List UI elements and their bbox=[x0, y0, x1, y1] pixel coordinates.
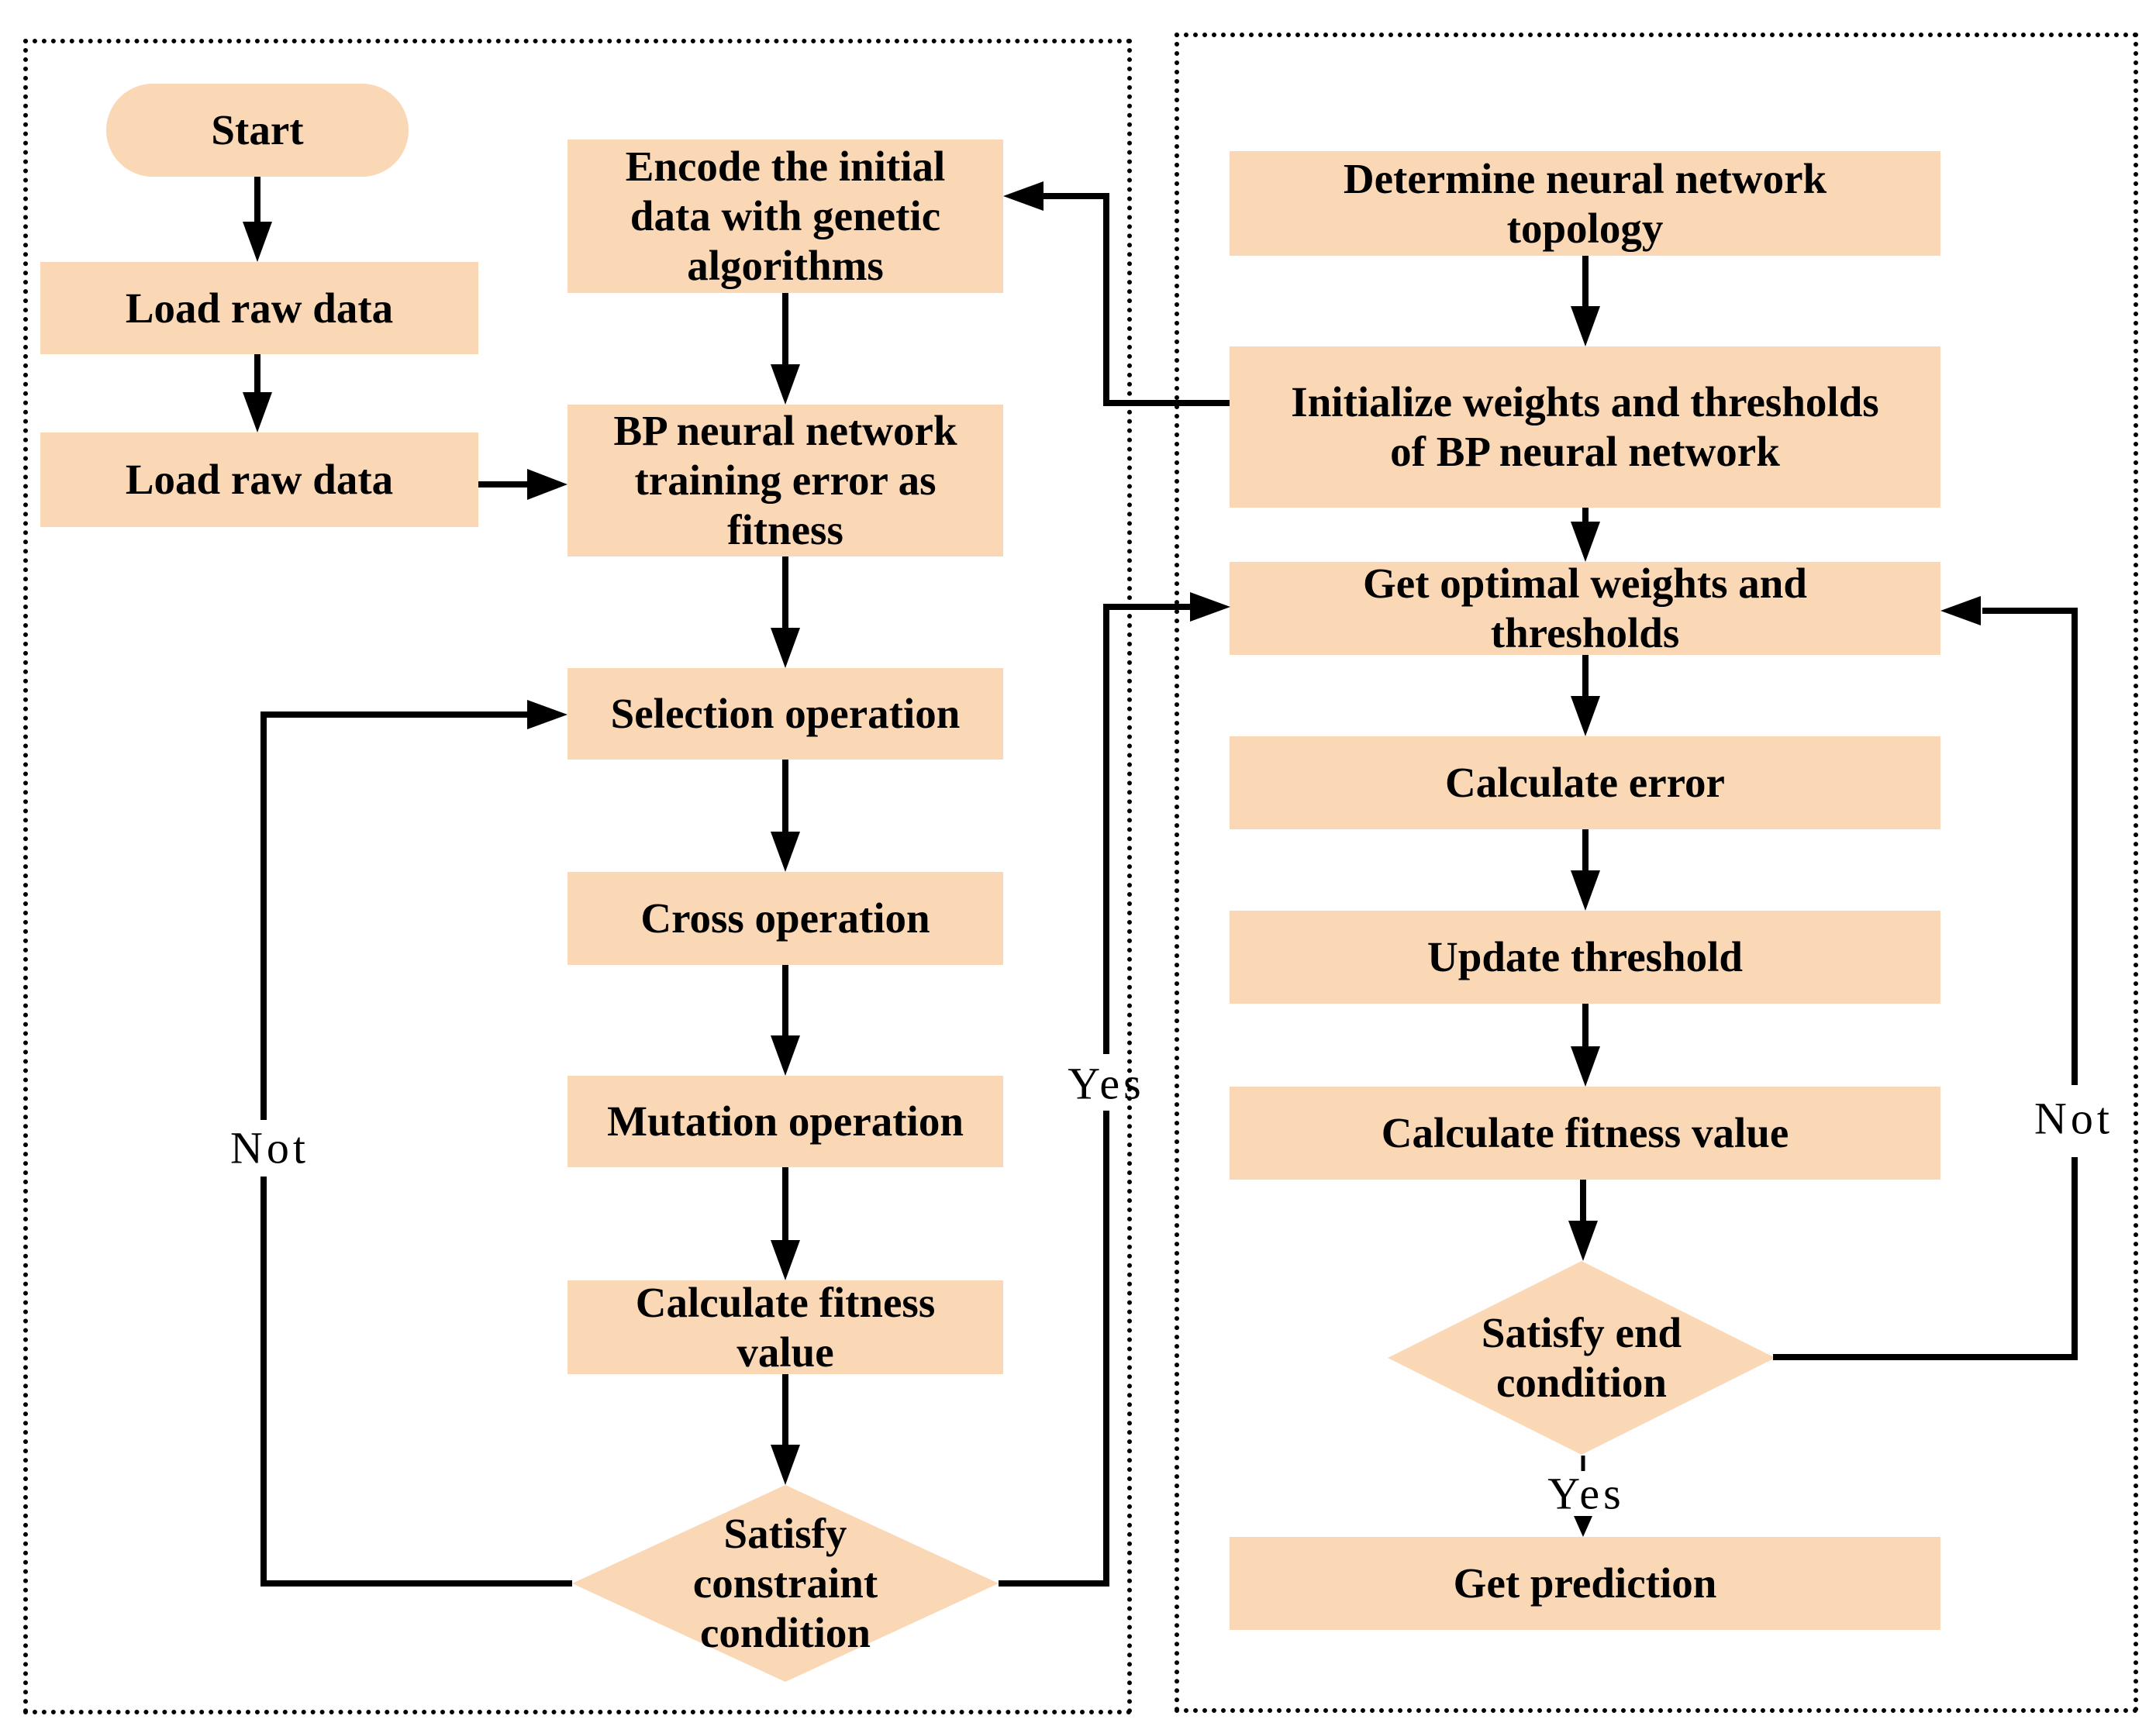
get-optimal-weights-node: Get optimal weights and thresholds bbox=[1230, 560, 1940, 656]
not-label-right: Not bbox=[2034, 1093, 2113, 1144]
determine-topology-node: Determine neural network topology bbox=[1230, 151, 1940, 256]
encode-node: Encode the initial data with genetic alg… bbox=[567, 140, 1003, 293]
yes-label-left: Yes bbox=[1068, 1058, 1145, 1109]
update-threshold-node: Update threshold bbox=[1230, 911, 1940, 1004]
cross-operation-node: Cross operation bbox=[567, 872, 1003, 965]
selection-operation-node: Selection operation bbox=[567, 668, 1003, 760]
constraint-condition-diamond: Satisfy constraint condition bbox=[572, 1485, 999, 1682]
calculate-error-node: Calculate error bbox=[1230, 736, 1940, 829]
start-node: Start bbox=[106, 84, 409, 177]
not-label-left: Not bbox=[230, 1122, 309, 1173]
load-raw-data-1-node: Load raw data bbox=[40, 262, 478, 354]
end-condition-diamond: Satisfy end condition bbox=[1388, 1261, 1775, 1455]
mutation-operation-node: Mutation operation bbox=[567, 1076, 1003, 1167]
calc-fitness-right-node: Calculate fitness value bbox=[1230, 1087, 1940, 1180]
bp-network-panel bbox=[1175, 33, 2138, 1713]
diamond-text: Satisfy end condition bbox=[1481, 1309, 1682, 1406]
bp-fitness-node: BP neural network training error as fitn… bbox=[567, 405, 1003, 556]
initialize-weights-node: Initialize weights and thresholds of BP … bbox=[1230, 346, 1940, 508]
yes-label-right: Yes bbox=[1547, 1468, 1625, 1519]
diamond-text: Satisfy constraint condition bbox=[692, 1510, 878, 1656]
calc-fitness-left-node: Calculate fitness value bbox=[567, 1279, 1003, 1376]
get-prediction-node: Get prediction bbox=[1230, 1537, 1940, 1630]
load-raw-data-2-node: Load raw data bbox=[40, 432, 478, 527]
